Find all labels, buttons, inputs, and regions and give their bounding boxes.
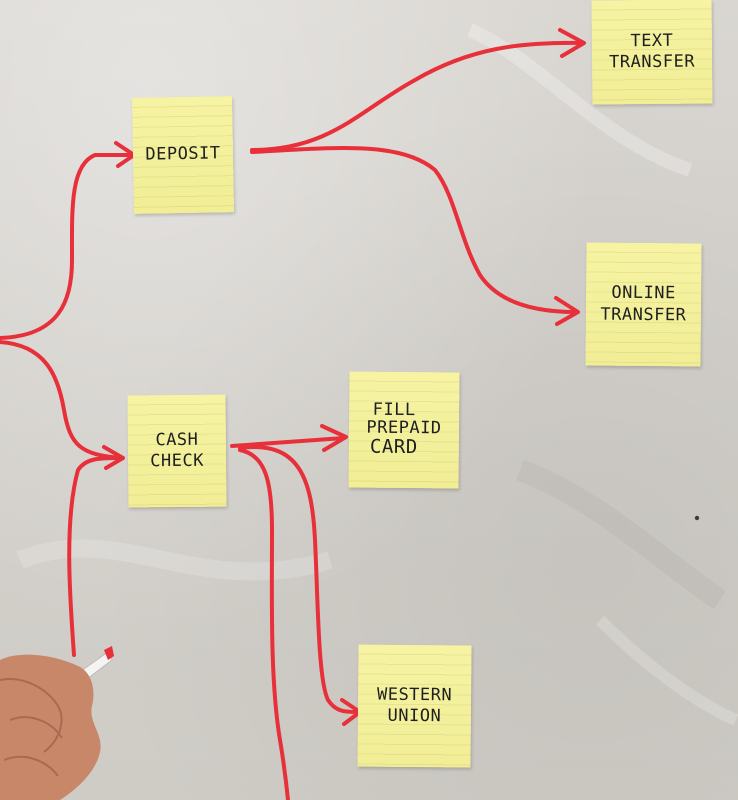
note-text-online: ONLINE (611, 282, 676, 304)
arrow-cash-check-to-fill-prepaid-card (230, 424, 348, 452)
sticky-note-cash-check: CASH CHECK (127, 394, 227, 508)
arrow-deposit-to-online-transfer (250, 145, 580, 326)
note-text-cash: CASH (155, 429, 199, 450)
arrow-marker-to-cash-check (67, 456, 120, 657)
note-text-card: CARD (369, 435, 418, 458)
sticky-note-online-transfer: ONLINE TRANSFER (585, 242, 702, 367)
note-text-deposit: DEPOSIT (145, 143, 221, 166)
arrow-deposit-to-text-transfer (250, 28, 586, 152)
sticky-note-western-union: WESTERN UNION (357, 644, 472, 768)
note-text-western: WESTERN (376, 684, 453, 706)
sticky-note-fill-prepaid-card: FILL PREPAID CARD (348, 371, 460, 489)
note-text-text: TEXT (630, 30, 674, 51)
sticky-note-deposit: DEPOSIT (131, 96, 235, 214)
arrow-start-to-cash-check (0, 340, 125, 470)
arrow-cash-check-downward (238, 448, 290, 800)
arrow-start-to-deposit (0, 141, 136, 340)
note-text-transfer: TRANSFER (609, 51, 696, 73)
note-text-check: CHECK (150, 450, 205, 472)
arrow-cash-check-to-western-union (238, 444, 362, 726)
note-text-transfer: TRANSFER (600, 304, 687, 325)
sticky-note-text-transfer: TEXT TRANSFER (591, 0, 713, 105)
note-text-union: UNION (387, 705, 442, 727)
